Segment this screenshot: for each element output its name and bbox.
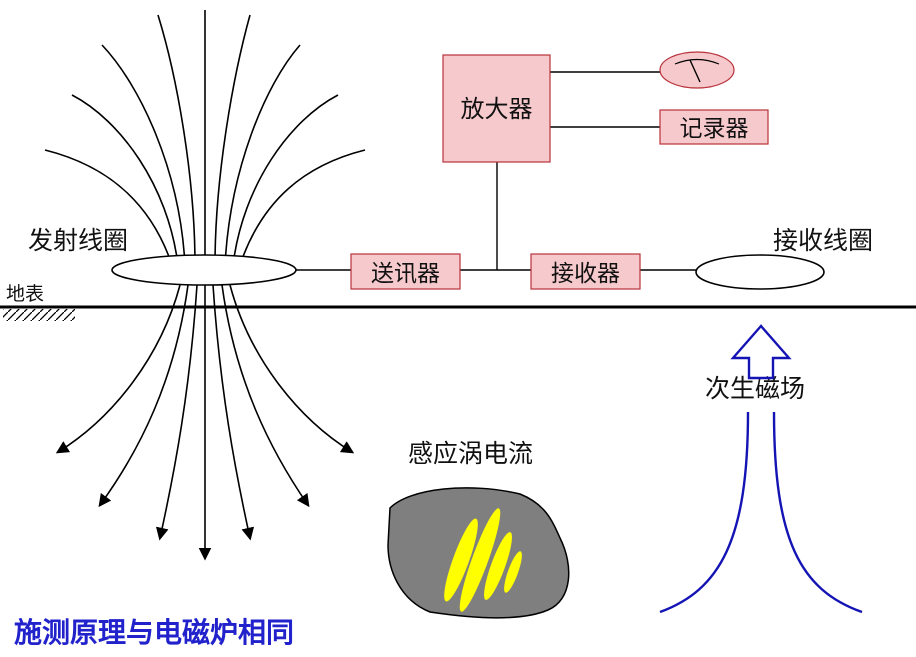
- up-arrow-icon: [730, 324, 792, 380]
- amplifier-box: 放大器: [442, 54, 551, 163]
- transmitter-label: 送讯器: [371, 261, 440, 287]
- eddy-streak: [504, 551, 522, 593]
- transmit-coil: [111, 254, 297, 286]
- transmitter-box: 送讯器: [350, 253, 461, 290]
- receive-coil: [695, 254, 825, 290]
- field-line: [44, 149, 173, 266]
- secondary-field-curve: [772, 411, 863, 614]
- field-line: [71, 94, 179, 266]
- ground-hatch-icon: [3, 309, 75, 321]
- field-line-arrow: [55, 284, 181, 454]
- eddy-streak: [444, 518, 478, 602]
- field-line-arrow: [98, 284, 189, 508]
- field-line: [214, 14, 251, 266]
- field-line-arrow: [212, 284, 255, 541]
- primary-field-lines-upper: [44, 10, 366, 305]
- field-line-arrow: [155, 284, 198, 541]
- secondary-field-curve: [659, 411, 750, 614]
- primary-field-lines-lower: [55, 284, 355, 561]
- meter-gauge-icon: [659, 51, 735, 89]
- field-line: [101, 44, 186, 266]
- receiver-box: 接收器: [530, 253, 641, 290]
- field-line: [232, 94, 339, 266]
- ground-surface-label: 地表: [6, 283, 44, 305]
- field-line: [157, 14, 196, 266]
- amplifier-label: 放大器: [461, 95, 533, 123]
- wiring: [296, 71, 696, 271]
- field-line: [239, 149, 366, 266]
- receive-coil-label: 接收线圈: [773, 226, 873, 255]
- recorder-label: 记录器: [680, 116, 749, 142]
- field-line: [224, 44, 301, 266]
- eddy-current-body: [387, 487, 570, 619]
- eddy-current-label: 感应涡电流: [408, 439, 533, 468]
- eddy-streak: [484, 532, 512, 600]
- receiver-label: 接收器: [551, 261, 620, 287]
- eddy-streak: [459, 508, 501, 612]
- recorder-box: 记录器: [659, 109, 769, 145]
- transmit-coil-label: 发射线圈: [28, 226, 128, 255]
- field-line-arrow: [229, 284, 355, 454]
- caption: 施测原理与电磁炉相同: [14, 616, 294, 649]
- field-line-arrow: [221, 284, 310, 508]
- secondary-field: [659, 324, 863, 614]
